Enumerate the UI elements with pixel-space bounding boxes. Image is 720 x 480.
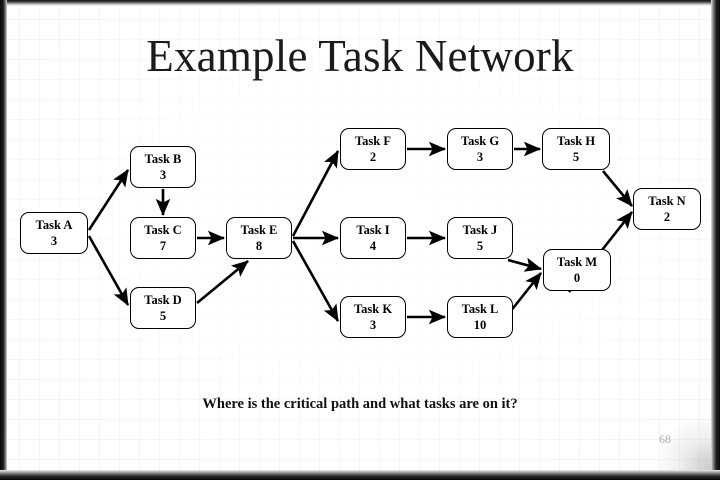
task-node-label: Task E: [240, 222, 278, 237]
task-node-label: Task I: [356, 222, 390, 237]
task-node-duration: 4: [369, 238, 377, 253]
slide-border-bottom: [0, 470, 720, 480]
task-node-duration: 7: [159, 238, 167, 253]
edge-a-to-d: [87, 235, 130, 306]
edge-d-to-e: [196, 259, 249, 305]
task-node-label: Task N: [648, 193, 686, 208]
task-node-duration: 10: [473, 317, 487, 332]
task-node-label: Task D: [144, 292, 182, 307]
edge-l-to-m: [508, 272, 543, 313]
edge-e-to-f: [291, 150, 340, 237]
task-node-label: Task G: [460, 133, 500, 148]
slide-border-top: [0, 0, 720, 6]
task-node-duration: 3: [369, 317, 377, 332]
task-node-label: Task B: [144, 151, 182, 166]
edge-layer: [87, 141, 634, 325]
edge-a-to-b: [87, 169, 130, 231]
edge-j-to-m: [507, 257, 543, 272]
task-node-label: Task H: [556, 133, 596, 148]
task-node-duration: 2: [663, 209, 671, 224]
edge-e-to-k: [291, 240, 340, 322]
slide-border-right: [711, 0, 720, 480]
task-node-duration: 3: [159, 167, 167, 182]
task-node-duration: 3: [476, 149, 484, 164]
task-node-label: Task K: [353, 301, 393, 316]
task-node-duration: 8: [255, 238, 263, 253]
task-node-duration: 0: [573, 270, 581, 285]
task-node-duration: 3: [50, 233, 58, 248]
task-node-duration: 2: [369, 149, 377, 164]
task-node-duration: 5: [572, 149, 580, 164]
task-node-label: Task J: [462, 222, 498, 237]
task-node-label: Task L: [461, 301, 499, 316]
task-node-label: Task F: [354, 133, 392, 148]
task-node-duration: 5: [159, 308, 167, 323]
question-text: Where is the critical path and what task…: [202, 396, 518, 412]
task-node-label: Task M: [556, 254, 598, 269]
task-node-label: Task C: [144, 222, 182, 237]
page-title: Example Task Network: [146, 31, 574, 81]
slide-border-left: [0, 0, 7, 480]
task-node-duration: 5: [476, 238, 484, 253]
edge-h-to-n: [601, 170, 634, 207]
page-number: 68: [659, 432, 671, 446]
task-node-label: Task A: [35, 217, 73, 232]
